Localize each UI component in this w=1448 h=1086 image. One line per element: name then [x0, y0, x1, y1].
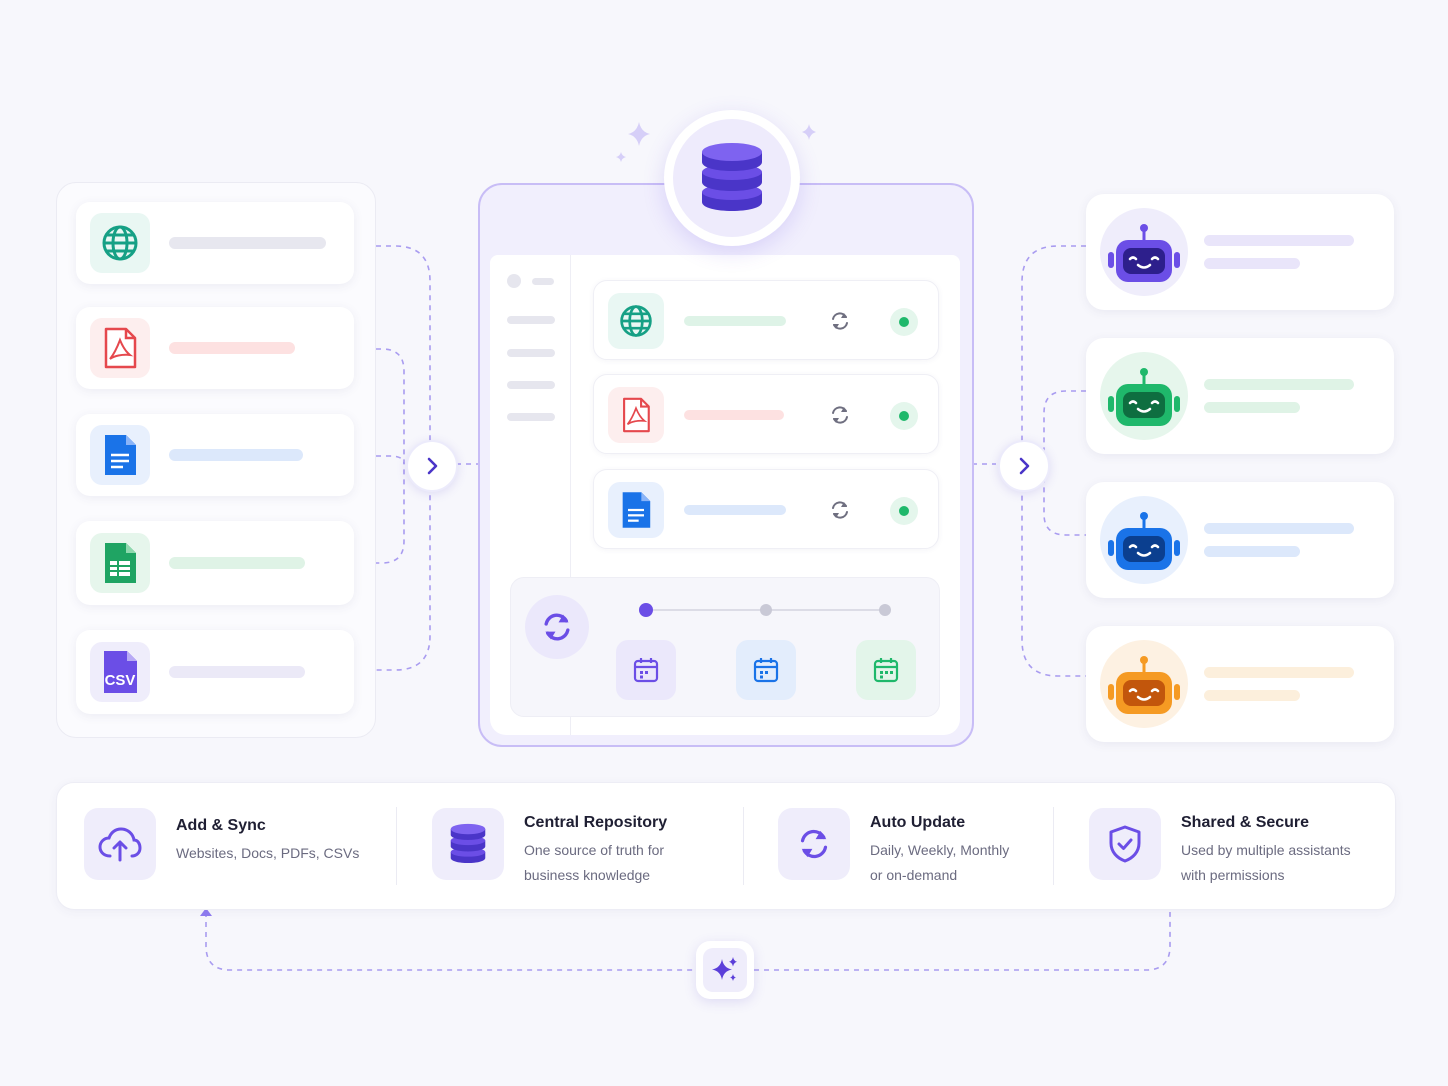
robot-icon [1100, 352, 1188, 440]
spreadsheet-icon [90, 533, 150, 593]
calendar-monthly-icon[interactable] [856, 640, 916, 700]
sidebar-dot [507, 274, 521, 288]
placeholder-line [1204, 258, 1300, 269]
source-card-csv[interactable]: CSV [76, 630, 354, 714]
placeholder-line [684, 410, 784, 420]
timeline-dot[interactable] [760, 604, 772, 616]
status-indicator [890, 497, 918, 525]
database-icon [432, 808, 504, 880]
placeholder-line [169, 449, 303, 461]
feature-title: Central Repository [524, 814, 668, 831]
sidebar-line[interactable] [507, 349, 555, 357]
sidebar-divider [570, 255, 571, 735]
database-emblem [664, 110, 800, 246]
calendar-weekly-icon[interactable] [736, 640, 796, 700]
sidebar-line [532, 278, 554, 285]
source-card-doc[interactable] [76, 414, 354, 496]
calendar-daily-icon[interactable] [616, 640, 676, 700]
pdf-icon [608, 387, 664, 443]
placeholder-line [169, 342, 295, 354]
assistant-card-purple[interactable] [1086, 194, 1394, 310]
database-icon [673, 119, 791, 237]
assistant-card-green[interactable] [1086, 338, 1394, 454]
source-card-pdf[interactable] [76, 307, 354, 389]
feature-title: Add & Sync [176, 817, 266, 834]
placeholder-line [1204, 402, 1300, 413]
placeholder-line [684, 505, 786, 515]
timeline-dot[interactable] [879, 604, 891, 616]
repository-body [490, 255, 960, 735]
sync-icon[interactable] [829, 310, 851, 332]
globe-icon [90, 213, 150, 273]
robot-icon [1100, 640, 1188, 728]
placeholder-line [1204, 667, 1354, 678]
assistant-card-orange[interactable] [1086, 626, 1394, 742]
chevron-right-icon [427, 457, 438, 475]
distribute-arrow-button[interactable] [998, 440, 1050, 492]
feature-desc: One source of truth for [524, 842, 665, 858]
placeholder-line [169, 666, 305, 678]
pdf-icon [90, 318, 150, 378]
sparkles-icon [703, 948, 747, 992]
forward-arrow-button[interactable] [406, 440, 458, 492]
placeholder-line [169, 557, 305, 569]
shield-check-icon [1089, 808, 1161, 880]
csv-label: CSV [105, 672, 136, 689]
placeholder-line [1204, 523, 1354, 534]
robot-icon [1100, 208, 1188, 296]
placeholder-line [684, 316, 786, 326]
feature-title: Shared & Secure [1181, 814, 1310, 831]
assistant-card-blue[interactable] [1086, 482, 1394, 598]
robot-icon [1100, 496, 1188, 584]
repo-row-website[interactable] [593, 280, 939, 360]
placeholder-line [1204, 235, 1354, 246]
source-card-website[interactable] [76, 202, 354, 284]
repo-row-doc[interactable] [593, 469, 939, 549]
sidebar-line[interactable] [507, 316, 555, 324]
chevron-right-icon [1019, 457, 1030, 475]
globe-icon [608, 293, 664, 349]
document-icon [90, 425, 150, 485]
divider [396, 807, 397, 885]
feature-desc: with permissions [1181, 867, 1285, 883]
timeline-dot-active[interactable] [639, 603, 653, 617]
placeholder-line [169, 237, 326, 249]
auto-sync-icon[interactable] [525, 595, 589, 659]
placeholder-line [1204, 546, 1300, 557]
ai-sparkle-button[interactable] [696, 941, 754, 999]
status-indicator [890, 402, 918, 430]
feature-desc: business knowledge [524, 867, 651, 883]
refresh-icon [778, 808, 850, 880]
repo-row-pdf[interactable] [593, 374, 939, 454]
schedule-panel [510, 577, 940, 717]
feature-title: Auto Update [870, 814, 966, 831]
placeholder-line [1204, 690, 1300, 701]
features-bar: Add & Sync Websites, Docs, PDFs, CSVs Ce… [56, 782, 1396, 910]
sidebar-line[interactable] [507, 381, 555, 389]
cloud-upload-icon [84, 808, 156, 880]
document-icon [608, 482, 664, 538]
csv-icon: CSV [90, 642, 150, 702]
feature-desc: Used by multiple assistants [1181, 842, 1351, 858]
sync-icon[interactable] [829, 404, 851, 426]
source-card-sheet[interactable] [76, 521, 354, 605]
divider [1053, 807, 1054, 885]
feature-desc: Daily, Weekly, Monthly [870, 842, 1010, 858]
repository-window [478, 183, 974, 747]
feature-desc: Websites, Docs, PDFs, CSVs [176, 845, 360, 861]
sync-icon[interactable] [829, 499, 851, 521]
divider [743, 807, 744, 885]
placeholder-line [1204, 379, 1354, 390]
feature-desc: or on-demand [870, 867, 958, 883]
status-indicator [890, 308, 918, 336]
sidebar-line[interactable] [507, 413, 555, 421]
